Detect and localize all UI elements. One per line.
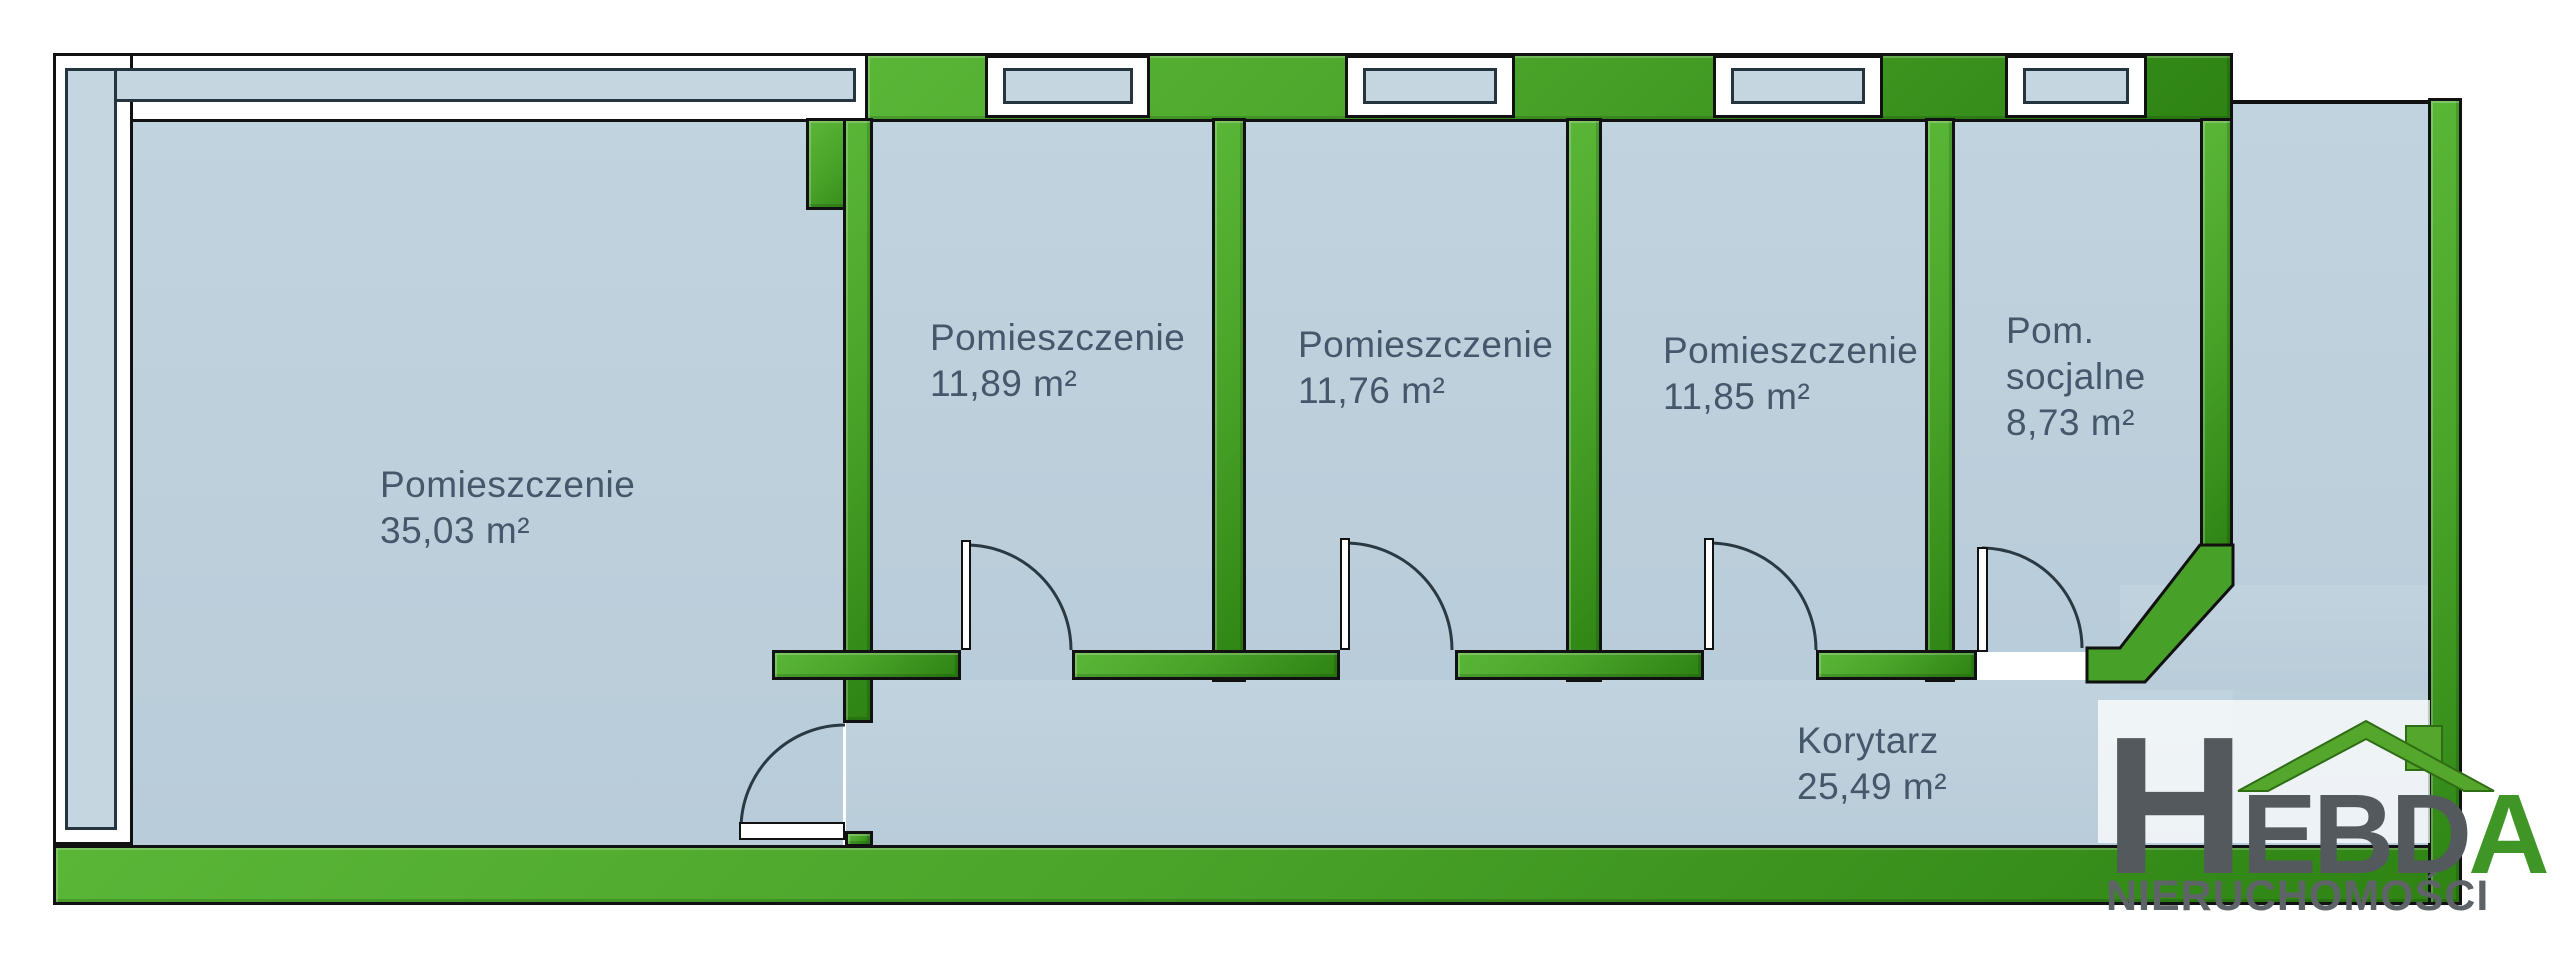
window-sill-top [67,68,856,102]
wall-divider-1 [843,118,873,723]
room-name: Pomieszczenie [1663,330,1919,371]
window-socjalne-sill [2023,68,2129,104]
room-area: 35,03 m² [380,509,531,551]
room-name: Pomieszczenie [930,317,1186,358]
wall-corridor-d [1816,650,1977,680]
room-area: 8,73 m² [2006,401,2135,443]
label-korytarz: Korytarz 25,49 m² [1797,718,1947,810]
corridor-floor-mid [2120,585,2428,690]
logo-brand-mid: EBD [2241,771,2473,897]
room-name: Pomieszczenie [380,464,636,505]
label-pomieszczenie-4: Pomieszczenie 11,85 m² [1663,328,1918,420]
logo-brand: HEBDA [2104,708,2550,904]
window-room-4-sill [1731,68,1865,104]
logo-tagline: NIERUCHOMOŚCI [2106,872,2490,920]
wall-corridor-a [772,650,961,680]
door-leaf-socjalne [1977,547,1988,652]
window-sill-left [65,68,117,830]
door-leaf-room-2 [961,540,971,650]
room-area: 25,49 m² [1797,765,1948,807]
window-room-3-sill [1363,68,1497,104]
room-area: 11,85 m² [1663,375,1811,417]
wall-corridor-c [1455,650,1704,680]
wall-divider-3 [1566,118,1602,682]
label-pomieszczenie-1: Pomieszczenie 35,03 m² [380,462,635,554]
door-leaf-room-4 [1704,538,1714,650]
wall-socjalne-right [2200,118,2233,560]
wall-divider-2 [1212,118,1246,682]
wall-bottom [53,845,2462,905]
logo-brand-initial: H [2104,696,2246,915]
wall-divider-4 [1925,118,1955,682]
room-name: Pomieszczenie [1298,324,1554,365]
room-area: 11,76 m² [1298,369,1446,411]
label-pomieszczenie-3: Pomieszczenie 11,76 m² [1298,322,1553,414]
room-name: Korytarz [1797,720,1939,761]
window-room-2-sill [1003,68,1133,104]
label-pomieszczenie-2: Pomieszczenie 11,89 m² [930,315,1185,407]
logo-brand-last: A [2468,771,2550,897]
label-pom-socjalne: Pom. socjalne 8,73 m² [2006,308,2146,446]
wall-entry-doorstop [845,831,873,847]
wall-corridor-b [1072,650,1340,680]
door-leaf-entrance [739,822,845,840]
room-area: 11,89 m² [930,362,1078,404]
room-name: Pom. [2006,310,2095,351]
room-pomieszczenie-1-floor [133,122,843,845]
door-leaf-room-3 [1340,538,1350,650]
room-name-2: socjalne [2006,355,2146,397]
